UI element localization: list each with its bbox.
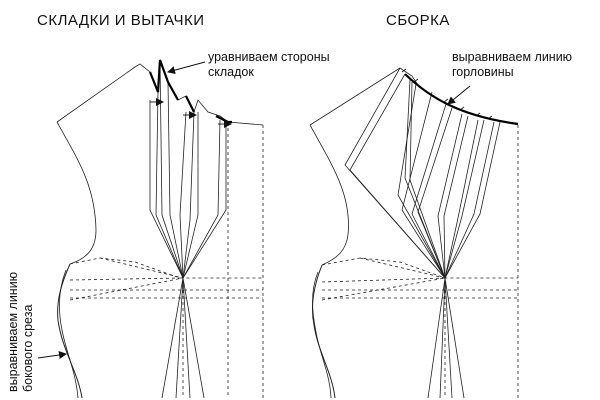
right-note-line1: выравниваем линию bbox=[452, 50, 573, 64]
left-panel-title: СКЛАДКИ И ВЫТАЧКИ bbox=[37, 12, 205, 29]
right-panel-title: СБОРКА bbox=[386, 12, 450, 29]
left-top-note-line2: складок bbox=[208, 65, 254, 79]
left-side-note-line2: бокового среза bbox=[21, 304, 35, 392]
left-side-note-arrow bbox=[37, 351, 67, 359]
left-top-note-arrow bbox=[167, 61, 206, 75]
left-bodice-pattern bbox=[56, 59, 264, 399]
right-neckline-bold bbox=[404, 73, 519, 126]
right-neckline-ticks bbox=[401, 68, 493, 120]
right-note-line2: горловины bbox=[452, 65, 514, 79]
left-top-note-line1: уравниваем стороны bbox=[208, 50, 330, 64]
left-side-note: выравниваем линию бокового среза bbox=[6, 272, 36, 392]
left-top-note: уравниваем стороны складок bbox=[208, 50, 330, 80]
left-side-note-line1: выравниваем линию bbox=[6, 271, 20, 392]
right-note: выравниваем линию горловины bbox=[452, 50, 572, 80]
right-bodice-pattern bbox=[309, 67, 519, 399]
left-fold-arrows bbox=[150, 98, 232, 128]
right-note-arrow bbox=[447, 85, 471, 105]
